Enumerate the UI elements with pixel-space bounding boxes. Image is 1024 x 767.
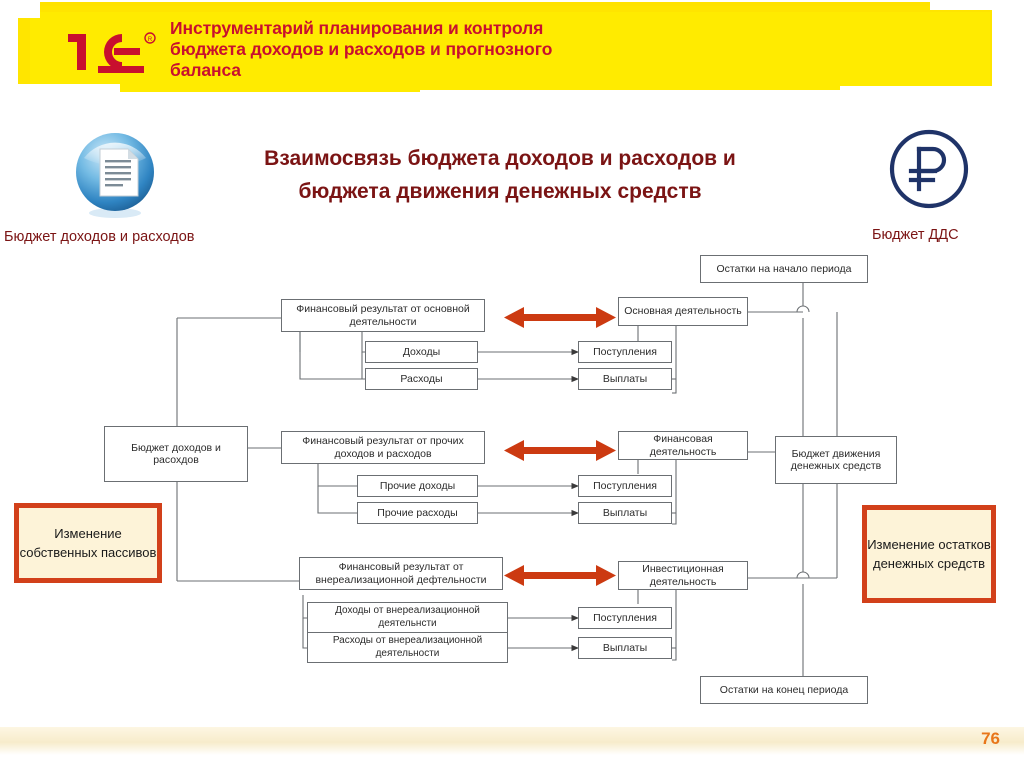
brush-nick (930, 0, 1024, 10)
page-number: 76 (981, 729, 1000, 748)
node-nonsale-income[interactable]: Доходы от внереализационной деятельнсти (307, 602, 508, 633)
label-budget-income-expense: Бюджет доходов и расходов (4, 229, 195, 245)
node-fin-result-nonsale[interactable]: Финансовый результат от внереализационно… (299, 557, 503, 590)
node-budget-income-expense[interactable]: Бюджет доходов и расохдов (104, 426, 248, 482)
node-payments-1[interactable]: Выплаты (578, 368, 672, 390)
header-brush-band-front (30, 12, 990, 94)
node-payments-3[interactable]: Выплаты (578, 637, 672, 659)
node-receipts-1[interactable]: Поступления (578, 341, 672, 363)
1c-logo: R (62, 24, 162, 82)
bidirectional-arrow-group (504, 307, 616, 586)
node-nonsale-expense[interactable]: Расходы от внереализационной деятельност… (307, 632, 508, 663)
node-cashflow-budget[interactable]: Бюджет движения денежных средств (775, 436, 897, 484)
slide-header: R Инструментарий планирования и контроля… (0, 0, 1024, 108)
svg-text:R: R (148, 37, 153, 43)
footer-band (0, 727, 1024, 755)
callout-cash-balance-change[interactable]: Изменение остатков денежных средств (862, 505, 996, 603)
label-budget-cashflow: Бюджет ДДС (872, 227, 959, 243)
brush-nick (0, 84, 120, 108)
node-investment-activity[interactable]: Инвестиционная деятельность (618, 561, 748, 590)
node-fin-result-other[interactable]: Финансовый результат от прочих доходов и… (281, 431, 485, 464)
node-income[interactable]: Доходы (365, 341, 478, 363)
node-other-expense[interactable]: Прочие расходы (357, 502, 478, 524)
header-title-line-1: Инструментарий планирования и контроля (170, 18, 544, 38)
node-fin-result-main[interactable]: Финансовый результат от основной деятель… (281, 299, 485, 332)
brush-nick (120, 92, 420, 108)
brush-nick (0, 0, 18, 108)
page-title: Взаимосвязь бюджета доходов и расходов и… (180, 142, 820, 208)
node-main-activity[interactable]: Основная деятельность (618, 297, 748, 326)
header-title-line-2: бюджета доходов и расходов и прогнозного (170, 39, 553, 59)
node-opening-balance[interactable]: Остатки на начало периода (700, 255, 868, 283)
header-title-line-3: баланса (170, 60, 241, 80)
node-financial-activity[interactable]: Финансовая деятельность (618, 431, 748, 460)
header-title: Инструментарий планирования и контроля б… (170, 18, 810, 81)
brush-nick (992, 0, 1024, 108)
node-payments-2[interactable]: Выплаты (578, 502, 672, 524)
node-other-income[interactable]: Прочие доходы (357, 475, 478, 497)
page-title-line-1: Взаимосвязь бюджета доходов и расходов и (264, 147, 736, 170)
brush-nick (420, 90, 840, 108)
node-expense[interactable]: Расходы (365, 368, 478, 390)
brush-nick (840, 86, 1024, 108)
node-receipts-3[interactable]: Поступления (578, 607, 672, 629)
node-closing-balance[interactable]: Остатки на конец периода (700, 676, 868, 704)
page-title-line-2: бюджета движения денежных средств (298, 180, 702, 203)
ruble-icon (886, 126, 972, 212)
callout-own-liabilities-change[interactable]: Изменение собственных пассивов (14, 503, 162, 583)
document-icon (70, 130, 160, 220)
node-receipts-2[interactable]: Поступления (578, 475, 672, 497)
